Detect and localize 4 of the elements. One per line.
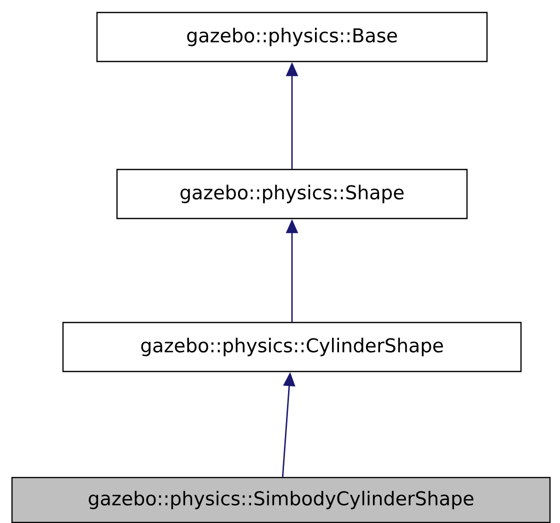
class-box: gazebo::physics::CylinderShape	[62, 322, 522, 372]
class-box: gazebo::physics::Base	[96, 12, 488, 62]
class-box: gazebo::physics::SimbodyCylinderShape	[11, 476, 551, 523]
class-box: gazebo::physics::Shape	[116, 168, 468, 220]
